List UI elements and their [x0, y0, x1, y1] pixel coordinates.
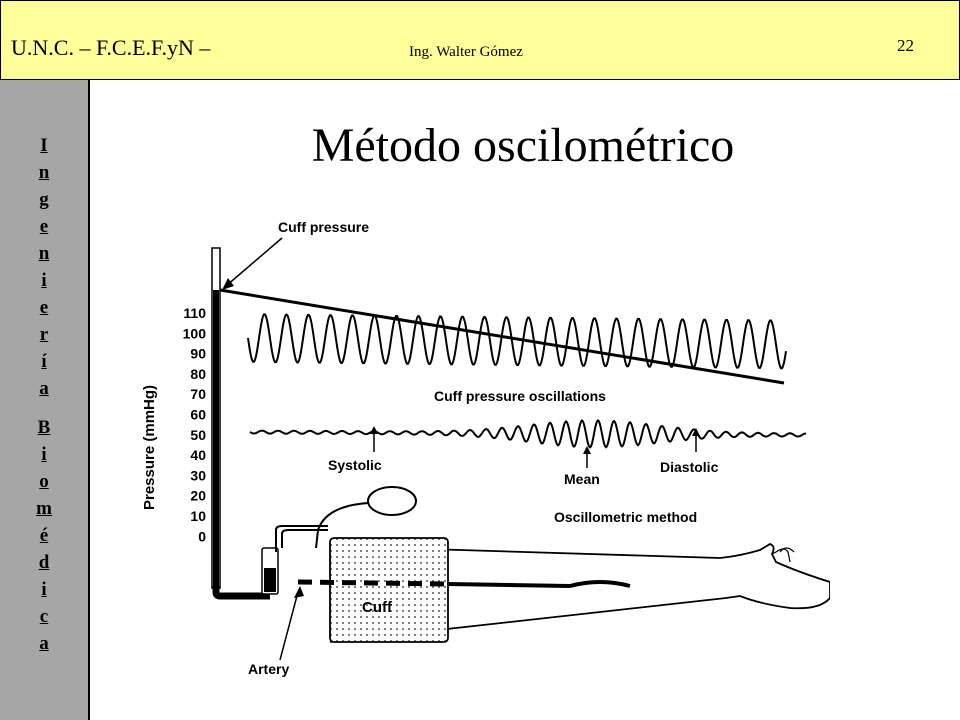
y-tick-label: 30 [190, 467, 206, 483]
method-label: Oscillometric method [554, 509, 697, 525]
sidebar-letter: i [41, 270, 47, 291]
diastolic-marker: Diastolic [660, 428, 719, 475]
sidebar-letter: í [41, 351, 47, 372]
y-tick-label: 110 [183, 305, 206, 321]
manometer-tube [211, 247, 279, 600]
y-tick-label: 90 [190, 346, 206, 362]
sidebar-letter: o [39, 471, 49, 492]
sidebar-letter: i [41, 444, 47, 465]
sidebar-letter: a [39, 633, 49, 654]
sidebar-letter: m [36, 498, 52, 519]
mean-label: Mean [564, 471, 600, 487]
filtered-oscillation-wave [249, 418, 807, 449]
cuff-pressure-oscillation-wave [247, 313, 787, 370]
y-axis-label: Pressure (mmHg) [141, 385, 158, 510]
sidebar-letter: i [41, 579, 47, 600]
arm-outline [329, 543, 830, 643]
sidebar-letter: c [39, 606, 49, 627]
header-bar: U.N.C. – F.C.E.F.yN – Ing. Walter Gómez … [0, 0, 960, 80]
sidebar-letter: n [38, 162, 50, 183]
sidebar-letter: n [38, 243, 50, 264]
y-tick-label: 20 [190, 488, 206, 504]
artery: Artery [248, 579, 631, 677]
cuff: Cuff [329, 537, 449, 643]
cuff-pressure-arrow [225, 237, 283, 287]
inflation-bulb [275, 486, 417, 552]
sidebar-letter: é [39, 525, 49, 546]
sidebar-letter: a [39, 378, 49, 399]
systolic-label: Systolic [328, 457, 382, 473]
sidebar-letter: r [39, 324, 49, 345]
cuff-pressure-label: Cuff pressure [278, 219, 369, 235]
cuff-pressure-arrowhead [222, 278, 234, 290]
cuff-label: Cuff [362, 599, 393, 616]
sidebar-letter: d [38, 552, 50, 573]
y-tick-label: 70 [190, 386, 206, 402]
diastolic-label: Diastolic [660, 459, 719, 475]
y-tick-label: 50 [190, 427, 206, 443]
slide-title: Método oscilométrico [311, 119, 735, 172]
y-tick-label: 80 [190, 366, 206, 382]
sidebar-letter: e [39, 297, 49, 318]
header-institution: U.N.C. – F.C.E.F.yN – [11, 35, 211, 60]
sidebar-letter: I [40, 135, 48, 156]
sidebar-letter: B [37, 417, 51, 438]
sidebar-letter: e [39, 216, 49, 237]
systolic-marker: Systolic [328, 426, 382, 473]
sidebar-word-gap [0, 402, 88, 414]
sidebar-letter: g [39, 189, 49, 210]
header-author: Ing. Walter Gómez [409, 44, 523, 60]
y-tick-label: 0 [198, 528, 206, 544]
page-number: 22 [897, 36, 914, 55]
oscillations-label: Cuff pressure oscillations [434, 388, 606, 404]
y-tick-label: 60 [190, 407, 206, 423]
y-tick-label: 40 [190, 447, 206, 463]
mean-marker: Mean [564, 446, 600, 487]
y-tick-label: 10 [190, 508, 206, 524]
artery-label: Artery [248, 661, 289, 677]
y-tick-label: 100 [183, 325, 207, 341]
